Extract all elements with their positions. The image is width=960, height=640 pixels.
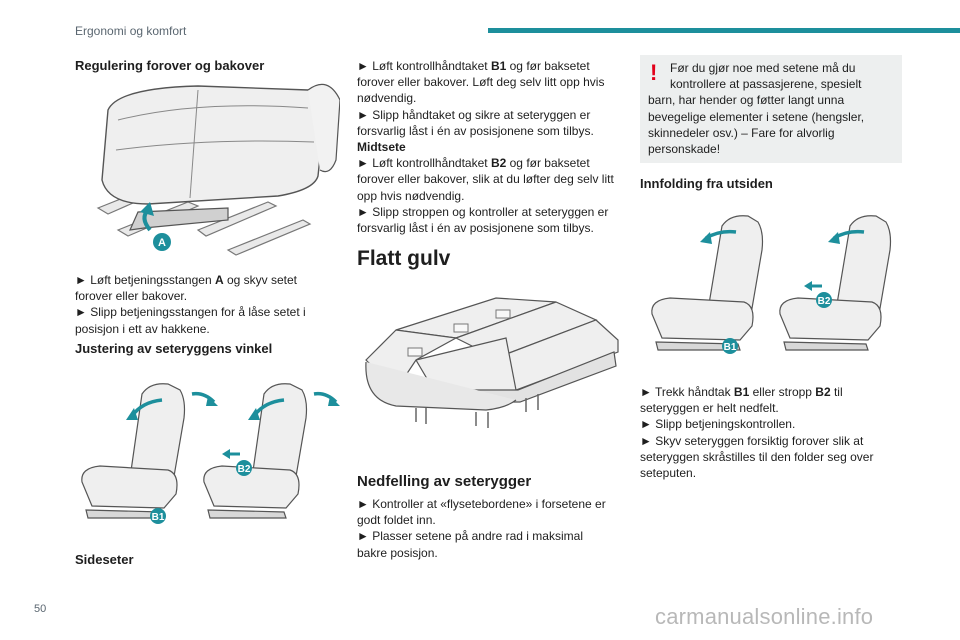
svg-text:B1: B1 [152, 512, 165, 523]
fold-outside-instructions: ► Trekk håndtak B1 eller stropp B2 til s… [640, 385, 874, 481]
heading-flat-floor: Flatt gulv [357, 247, 451, 270]
seat-slide-illustration: A [96, 83, 340, 256]
svg-text:B2: B2 [238, 464, 251, 475]
warning-text: Før du gjør noe med setene må du kontrol… [648, 61, 865, 157]
subheading-middle-seat: Midtsete [357, 140, 406, 155]
backrest-instructions: ► Løft kontrollhåndtaket B1 og før bakse… [357, 58, 627, 236]
flat-floor-illustration [365, 297, 619, 428]
folding-instructions: ► Kontroller at «flysetebordene» i forse… [357, 497, 606, 560]
warning-box [640, 55, 902, 163]
heading-fold-from-outside: Innfolding fra utsiden [640, 176, 773, 191]
chapter-title: Ergonomi og komfort [75, 24, 187, 38]
fold-from-outside-illustration: B1 B2 [651, 215, 892, 354]
watermark: carmanualsonline.info [655, 604, 874, 629]
backrest-angle-illustration: B1 B2 [81, 383, 340, 524]
warning-exclamation-icon: ! [650, 60, 658, 85]
heading-side-seats: Sideseter [75, 552, 134, 567]
fore-aft-instructions: ► Løft betjeningsstangen A og skyv setet… [75, 273, 306, 336]
heading-folding-backrests: Nedfelling av seterygger [357, 473, 532, 490]
svg-text:A: A [158, 237, 166, 249]
heading-backrest-angle: Justering av seteryggens vinkel [75, 341, 273, 356]
heading-fore-aft: Regulering forover og bakover [75, 58, 265, 73]
header-accent-bar [488, 28, 960, 33]
page-number: 50 [34, 603, 47, 615]
svg-text:B1: B1 [724, 342, 737, 353]
svg-text:B2: B2 [818, 296, 831, 307]
